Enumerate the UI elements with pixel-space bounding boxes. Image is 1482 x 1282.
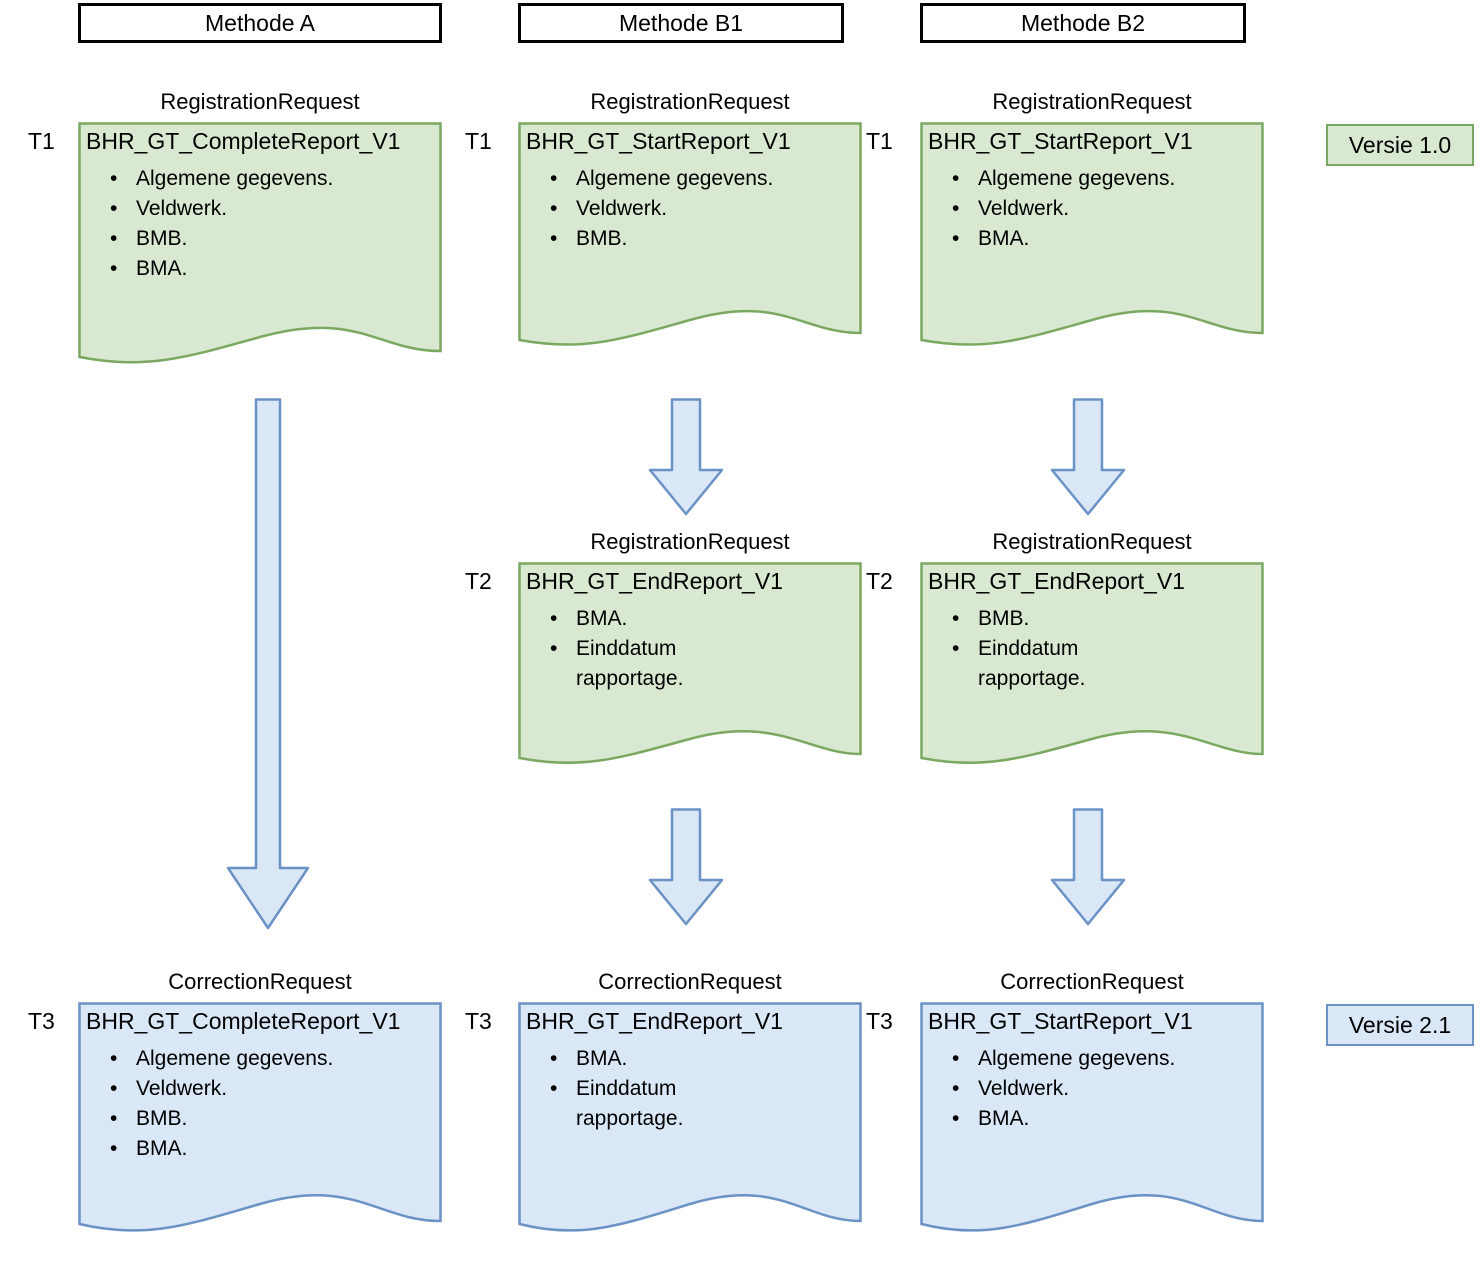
list-item: Algemene gegevens. [550, 164, 860, 194]
document-b2-t2[interactable]: RegistrationRequest BHR_GT_EndReport_V1 … [920, 529, 1264, 777]
arrow-a-t1-to-t3 [226, 398, 310, 930]
time-label-b2-t1: T1 [866, 128, 893, 154]
time-label-b2-t3: T3 [866, 1008, 893, 1034]
list-item: Veldwerk. [110, 1074, 440, 1104]
time-label-a-t1: T1 [28, 128, 55, 154]
document-body: BHR_GT_CompleteReport_V1 Algemene gegeve… [78, 122, 442, 380]
document-item-list: Algemene gegevens. Veldwerk. BMA. [928, 164, 1262, 254]
document-body: BHR_GT_StartReport_V1 Algemene gegevens.… [920, 1002, 1264, 1282]
document-b1-t3[interactable]: CorrectionRequest BHR_GT_EndReport_V1 BM… [518, 969, 862, 1282]
version-badge-1-0: Versie 1.0 [1326, 124, 1474, 166]
document-title: BHR_GT_StartReport_V1 [928, 1008, 1193, 1034]
down-arrow-icon [1050, 398, 1126, 516]
document-caption: CorrectionRequest [168, 969, 352, 994]
list-item: Algemene gegevens. [952, 164, 1262, 194]
document-item-list: BMB. Einddatum rapportage. [928, 604, 1262, 694]
version-badge-label: Versie 1.0 [1348, 132, 1452, 158]
list-item: BMB. [952, 604, 1262, 634]
document-title: BHR_GT_EndReport_V1 [526, 1008, 783, 1034]
time-label-b2-t2: T2 [866, 568, 893, 594]
list-item: Veldwerk. [110, 194, 440, 224]
list-item: BMA. [110, 254, 440, 284]
document-caption: RegistrationRequest [590, 529, 790, 554]
column-header-label: Methode A [205, 10, 315, 36]
document-item-list: Algemene gegevens. Veldwerk. BMB. BMA. [86, 164, 440, 284]
document-item-list: Algemene gegevens. Veldwerk. BMA. [928, 1044, 1262, 1134]
down-arrow-icon [648, 808, 724, 926]
document-item-list: Algemene gegevens. Veldwerk. BMB. [526, 164, 860, 254]
list-item: BMA. [550, 1044, 860, 1074]
list-item: Veldwerk. [550, 194, 860, 224]
document-title: BHR_GT_CompleteReport_V1 [86, 1008, 401, 1034]
arrow-b2-t1-to-t2 [1050, 398, 1126, 516]
document-title: BHR_GT_EndReport_V1 [928, 568, 1185, 594]
list-item: Einddatum rapportage. [952, 634, 1168, 694]
document-title: BHR_GT_CompleteReport_V1 [86, 128, 401, 154]
list-item: Veldwerk. [952, 1074, 1262, 1104]
list-item: BMA. [550, 604, 860, 634]
document-item-list: BMA. Einddatum rapportage. [526, 1044, 860, 1134]
document-title: BHR_GT_EndReport_V1 [526, 568, 783, 594]
list-item: Algemene gegevens. [952, 1044, 1262, 1074]
column-header-methode-b1: Methode B1 [518, 3, 844, 43]
document-item-list: Algemene gegevens. Veldwerk. BMB. BMA. [86, 1044, 440, 1164]
document-body: BHR_GT_CompleteReport_V1 Algemene gegeve… [78, 1002, 442, 1282]
document-b2-t1[interactable]: RegistrationRequest BHR_GT_StartReport_V… [920, 89, 1264, 380]
arrow-b1-t2-to-t3 [648, 808, 724, 926]
time-label-b1-t1: T1 [465, 128, 492, 154]
arrow-b2-t2-to-t3 [1050, 808, 1126, 926]
down-arrow-icon [226, 398, 310, 930]
document-body: BHR_GT_EndReport_V1 BMA. Einddatum rappo… [518, 562, 862, 777]
time-label-a-t3: T3 [28, 1008, 55, 1034]
column-header-methode-a: Methode A [78, 3, 442, 43]
list-item: BMA. [952, 224, 1262, 254]
column-header-label: Methode B2 [1020, 10, 1146, 36]
list-item: Algemene gegevens. [110, 1044, 440, 1074]
list-item: Veldwerk. [952, 194, 1262, 224]
list-item: BMB. [550, 224, 860, 254]
list-item: Einddatum rapportage. [550, 634, 766, 694]
document-b1-t2[interactable]: RegistrationRequest BHR_GT_EndReport_V1 … [518, 529, 862, 777]
document-title: BHR_GT_StartReport_V1 [526, 128, 791, 154]
time-label-b1-t2: T2 [465, 568, 492, 594]
document-b1-t1[interactable]: RegistrationRequest BHR_GT_StartReport_V… [518, 89, 862, 380]
document-body: BHR_GT_EndReport_V1 BMA. Einddatum rappo… [518, 1002, 862, 1282]
list-item: BMA. [110, 1134, 440, 1164]
document-title: BHR_GT_StartReport_V1 [928, 128, 1193, 154]
document-caption: CorrectionRequest [1000, 969, 1184, 994]
column-header-label: Methode B1 [618, 10, 744, 36]
version-badge-label: Versie 2.1 [1348, 1012, 1452, 1038]
list-item: BMB. [110, 224, 440, 254]
document-caption: RegistrationRequest [992, 529, 1192, 554]
list-item: Einddatum rapportage. [550, 1074, 766, 1134]
document-caption: RegistrationRequest [590, 89, 790, 114]
document-item-list: BMA. Einddatum rapportage. [526, 604, 860, 694]
time-label-b1-t3: T3 [465, 1008, 492, 1034]
document-body: BHR_GT_StartReport_V1 Algemene gegevens.… [920, 122, 1264, 380]
document-b2-t3[interactable]: CorrectionRequest BHR_GT_StartReport_V1 … [920, 969, 1264, 1282]
document-body: BHR_GT_EndReport_V1 BMB. Einddatum rappo… [920, 562, 1264, 777]
document-caption: RegistrationRequest [992, 89, 1192, 114]
document-body: BHR_GT_StartReport_V1 Algemene gegevens.… [518, 122, 862, 380]
document-caption: CorrectionRequest [598, 969, 782, 994]
document-a-t1[interactable]: RegistrationRequest BHR_GT_CompleteRepor… [78, 89, 442, 380]
down-arrow-icon [1050, 808, 1126, 926]
list-item: Algemene gegevens. [110, 164, 440, 194]
document-a-t3[interactable]: CorrectionRequest BHR_GT_CompleteReport_… [78, 969, 442, 1282]
column-header-methode-b2: Methode B2 [920, 3, 1246, 43]
list-item: BMA. [952, 1104, 1262, 1134]
version-badge-2-1: Versie 2.1 [1326, 1004, 1474, 1046]
down-arrow-icon [648, 398, 724, 516]
arrow-b1-t1-to-t2 [648, 398, 724, 516]
document-caption: RegistrationRequest [160, 89, 360, 114]
list-item: BMB. [110, 1104, 440, 1134]
